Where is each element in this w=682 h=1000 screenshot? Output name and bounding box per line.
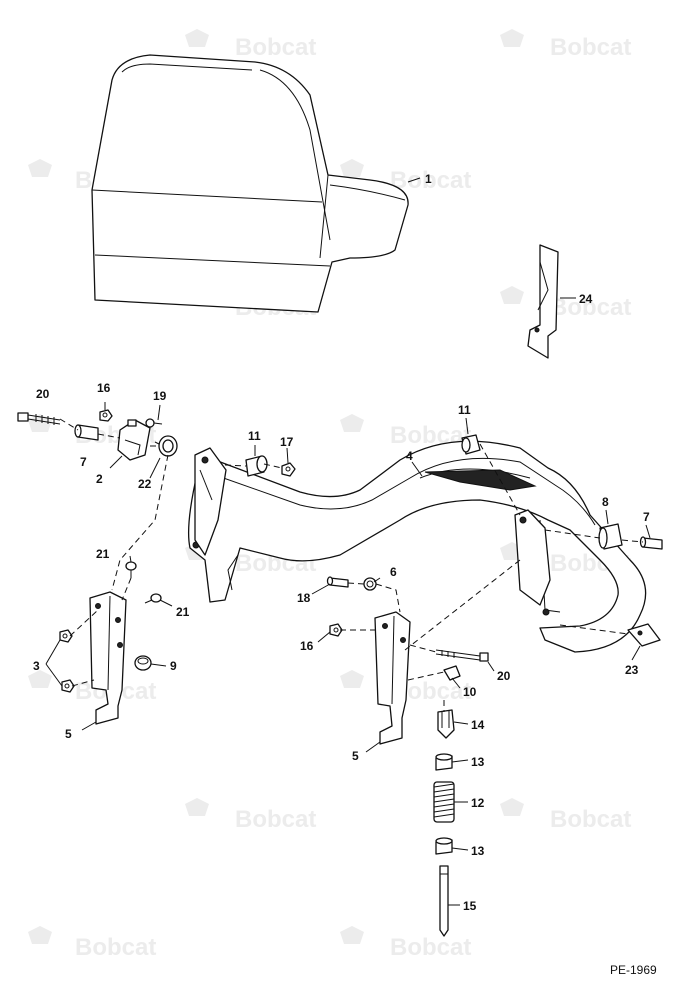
spacer-part-7-left [74, 424, 99, 441]
callout-5: 5 [65, 727, 72, 741]
callout-24: 24 [579, 292, 593, 306]
watermark: Bobcat [185, 798, 316, 833]
callout-18: 18 [297, 591, 311, 605]
callout-11: 11 [458, 403, 471, 417]
left-pivot-plate [194, 447, 227, 556]
nut-part-16-bottom [329, 623, 343, 637]
callout-13: 13 [471, 844, 485, 858]
document-id: PE-1969 [610, 963, 657, 977]
nut-part-17 [281, 462, 296, 477]
right-pivot-plate [514, 509, 551, 606]
bracket-part-5-left [89, 591, 127, 725]
bushing-part-8 [598, 523, 623, 550]
callout-15: 15 [463, 899, 477, 913]
latch-part-2 [117, 419, 151, 461]
callout-20: 20 [36, 387, 50, 401]
callout-17: 17 [280, 435, 294, 449]
nut-part-16-top [99, 409, 113, 422]
spring-part-12 [433, 781, 455, 823]
callout-22: 22 [138, 477, 152, 491]
bushing-part-11-left [245, 455, 268, 477]
callout-8: 8 [602, 495, 609, 509]
callout-7: 7 [80, 455, 87, 469]
bracket-part-24 [527, 244, 559, 359]
callout-3: 3 [33, 659, 40, 673]
callout-2: 2 [96, 472, 103, 486]
washer-part-13-bottom [435, 837, 453, 855]
bracket-part-5-right [374, 611, 411, 745]
clip-part-10 [443, 665, 461, 681]
screw-part-19 [145, 418, 163, 428]
watermark: Bobcat [185, 29, 316, 61]
rod-part-15 [439, 865, 449, 937]
callout-4: 4 [406, 449, 413, 463]
seat-part [91, 54, 409, 313]
callout-11: 11 [248, 429, 261, 443]
callout-14: 14 [471, 718, 485, 732]
callout-7: 7 [643, 510, 650, 524]
nut-part-3-bottom [61, 679, 75, 693]
grommet-part-6 [363, 577, 377, 591]
bushing-part-11-right [461, 434, 481, 455]
leader-lines [45, 177, 651, 906]
callout-21: 21 [176, 605, 190, 619]
clip-part-23 [627, 623, 661, 647]
bolt-part-20-right [435, 649, 489, 662]
watermark-text: Bobcat [235, 806, 316, 833]
nut-part-3-top [59, 629, 73, 643]
screw-part-21-top [125, 561, 137, 578]
watermark: Bobcat [500, 798, 631, 833]
callout-9: 9 [170, 659, 177, 673]
callout-16: 16 [97, 381, 111, 395]
callout-labels: 1 24 20 16 19 7 2 22 11 17 11 4 8 7 21 2… [33, 172, 650, 913]
callout-23: 23 [625, 663, 639, 677]
callout-21: 21 [96, 547, 110, 561]
callout-13: 13 [471, 755, 485, 769]
callout-20: 20 [497, 669, 511, 683]
washer-part-13-top [435, 753, 453, 771]
watermark: Bobcat [500, 286, 631, 321]
callout-6: 6 [390, 565, 397, 579]
watermark-text: Bobcat [235, 34, 316, 61]
watermark-text: Bobcat [75, 934, 156, 961]
watermark: Bobcat [340, 926, 471, 961]
pin-part-18 [326, 576, 349, 588]
spacer-part-7-right [639, 536, 663, 550]
watermark-text: Bobcat [390, 934, 471, 961]
watermark: Bobcat [500, 29, 631, 61]
watermark: Bobcat [340, 159, 471, 194]
watermark-text: Bobcat [550, 34, 631, 61]
watermark-text: Bobcat [550, 806, 631, 833]
callout-16: 16 [300, 639, 314, 653]
assembly-lines [59, 418, 644, 712]
callout-5: 5 [352, 749, 359, 763]
watermark: Bobcat [28, 926, 156, 961]
bushing-part-22 [154, 435, 178, 457]
callout-1: 1 [425, 172, 432, 186]
knob-part-9 [134, 655, 152, 671]
watermark-text: Bobcat [390, 167, 471, 194]
callout-12: 12 [471, 796, 485, 810]
screw-part-21-side [144, 593, 162, 604]
callout-19: 19 [153, 389, 167, 403]
clevis-part-14 [437, 709, 455, 739]
callout-10: 10 [463, 685, 477, 699]
bolt-part-20-left [17, 412, 61, 425]
